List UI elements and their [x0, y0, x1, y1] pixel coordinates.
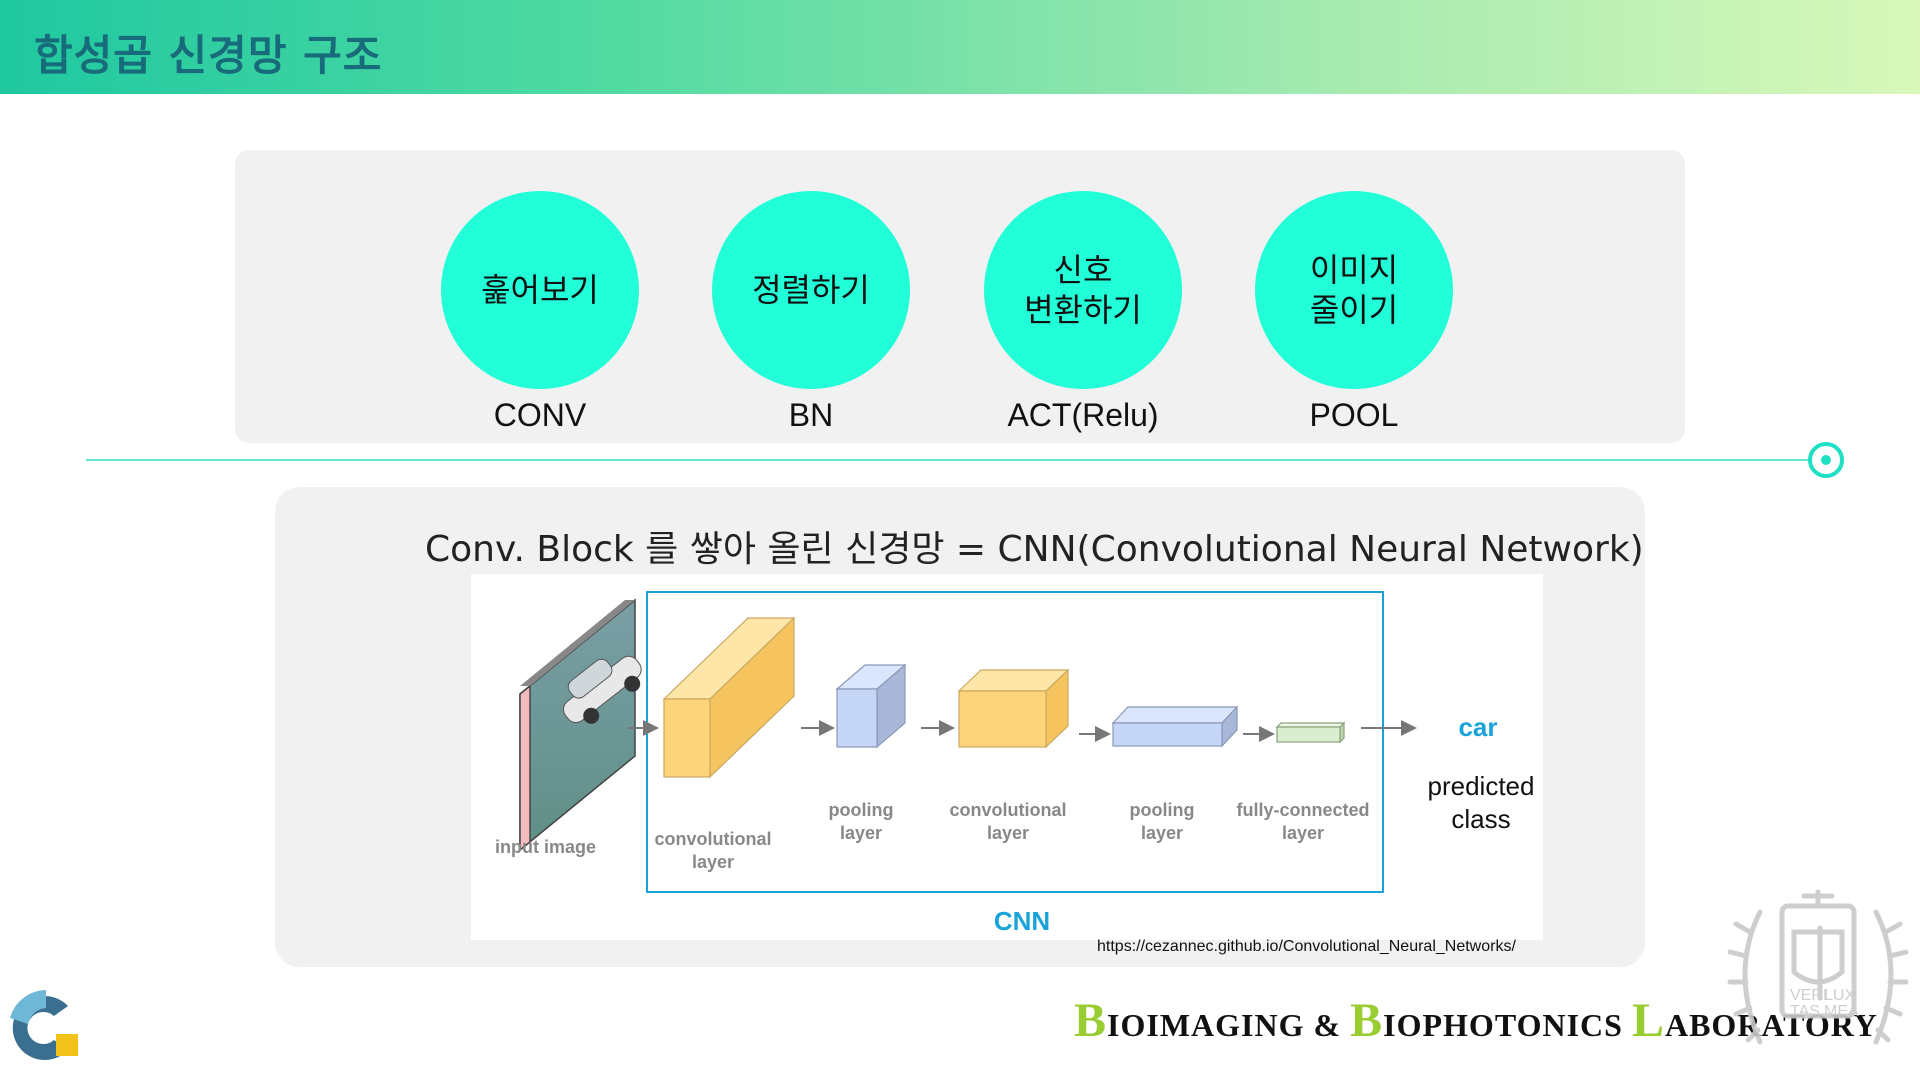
seal-text: MEA: [1824, 1003, 1859, 1020]
seal-text: LUX: [1824, 987, 1855, 1004]
conv-layer-1-block: [662, 616, 796, 779]
step-label: ACT(Relu): [1007, 397, 1159, 433]
step-text: 변환하기: [1024, 291, 1142, 329]
seal-text: VERI: [1790, 987, 1827, 1004]
layer-label: convolutional: [950, 800, 1067, 820]
step-text: 줄이기: [1309, 291, 1399, 329]
cnn-diagram: input image: [495, 591, 1535, 936]
university-seal-icon: VERI LUX TAS MEA: [1727, 889, 1909, 1045]
input-image-icon: [519, 598, 642, 852]
lab-word: IOPHOTONICS: [1383, 1007, 1632, 1043]
layer-label: fully-connected: [1236, 800, 1369, 820]
slide-title: 합성곱 신경망 구조: [34, 31, 383, 80]
lab-initial: L: [1631, 994, 1665, 1047]
layer-label: layer: [1141, 823, 1183, 843]
output-caption: predicted: [1428, 771, 1535, 801]
divider-node-icon: [1808, 442, 1844, 478]
step-circle: 이미지 줄이기: [1255, 191, 1453, 389]
output-class-label: car: [1458, 712, 1497, 742]
step-text: 정렬하기: [752, 271, 870, 309]
step-conv: 훑어보기 CONV: [441, 191, 639, 434]
cnn-definition-title: Conv. Block 를 쌓아 올린 신경망 = CNN(Convolutio…: [425, 529, 1644, 570]
pooling-layer-2-block: [1111, 705, 1239, 748]
cnn-group-label: CNN: [994, 906, 1050, 936]
step-label: CONV: [493, 397, 587, 433]
seal-text: TAS: [1790, 1003, 1820, 1020]
step-text: 훑어보기: [481, 271, 599, 309]
output-caption: class: [1451, 804, 1510, 834]
step-circle: 신호 변환하기: [984, 191, 1182, 389]
step-bn: 정렬하기 BN: [712, 191, 910, 434]
lab-word: IOIMAGING &: [1107, 1007, 1351, 1043]
cnn-group-box: [646, 591, 1384, 893]
fully-connected-layer-block: [1275, 721, 1346, 744]
lab-initial: B: [1350, 994, 1384, 1047]
step-circle: 훑어보기: [441, 191, 639, 389]
input-image-label: input image: [495, 837, 596, 857]
section-divider: [86, 459, 1826, 461]
step-circle: 정렬하기: [712, 191, 910, 389]
layer-label: layer: [692, 852, 734, 872]
c-logo-icon: [10, 990, 78, 1060]
conv-layer-2-block: [957, 668, 1070, 749]
source-link[interactable]: https://cezannec.github.io/Convolutional…: [1097, 938, 1516, 955]
pooling-layer-1-block: [835, 663, 907, 749]
step-act: 신호 변환하기 ACT(Relu): [984, 191, 1182, 434]
header-bar: 합성곱 신경망 구조: [0, 0, 1920, 94]
step-label: POOL: [1309, 397, 1399, 433]
layer-label: pooling: [829, 800, 894, 820]
layer-label: pooling: [1130, 800, 1195, 820]
lab-initial: B: [1074, 994, 1108, 1047]
lab-word: ABORATORY: [1664, 1007, 1878, 1043]
layer-label: layer: [840, 823, 882, 843]
step-label: BN: [788, 397, 834, 433]
step-text: 신호: [1053, 251, 1113, 289]
lab-name: BIOIMAGING & BIOPHOTONICS LABORATORY: [1074, 993, 1878, 1048]
cnn-architecture-figure: input image: [471, 574, 1543, 940]
step-text: 이미지: [1309, 251, 1399, 289]
layer-label: convolutional: [655, 829, 772, 849]
step-pool: 이미지 줄이기 POOL: [1255, 191, 1453, 434]
layer-label: layer: [1282, 823, 1324, 843]
layer-label: layer: [987, 823, 1029, 843]
